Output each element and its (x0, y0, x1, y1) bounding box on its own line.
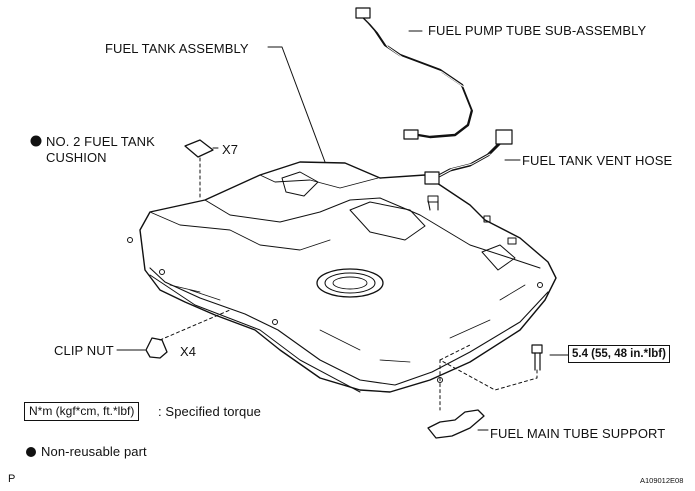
fuel-pump-tube (355, 7, 475, 140)
non-reusable-legend-dot-icon (26, 447, 36, 457)
legend-non-reusable: Non-reusable part (26, 444, 147, 459)
footer-left-mark: P (8, 473, 16, 485)
fuel-tank-vent-hose (424, 129, 513, 185)
label-clip-nut: CLIP NUT (54, 343, 114, 358)
label-fuel-tank-vent-hose: FUEL TANK VENT HOSE (522, 153, 673, 168)
leader-lines (116, 30, 571, 431)
bolt-part (531, 344, 543, 371)
legend-non-reusable-text: Non-reusable part (41, 444, 147, 459)
label-no2-cushion-line1: NO. 2 FUEL TANK (46, 134, 155, 149)
label-fuel-tank-assembly: FUEL TANK ASSEMBLY (105, 41, 249, 56)
dashed-lines (159, 157, 538, 411)
fuel-tank-body (127, 161, 557, 393)
non-reusable-dot-icon (30, 135, 42, 147)
label-cushion-qty: X7 (222, 142, 239, 157)
label-fuel-main-tube-support: FUEL MAIN TUBE SUPPORT (490, 426, 666, 441)
legend-torque-unit-box: N*m (kgf*cm, ft.*lbf) (24, 402, 140, 421)
fuel-main-tube-support-part (427, 409, 485, 439)
cushion-part (184, 139, 214, 158)
torque-value-box: 5.4 (55, 48 in.*lbf) (568, 345, 670, 363)
figure-id: A109012E08 (640, 476, 684, 485)
label-fuel-pump-tube: FUEL PUMP TUBE SUB-ASSEMBLY (428, 23, 647, 38)
legend-torque-desc: : Specified torque (158, 404, 261, 419)
label-no2-cushion-line2: CUSHION (46, 150, 107, 165)
label-clip-nut-qty: X4 (180, 344, 197, 359)
clip-nut-part (145, 337, 168, 359)
